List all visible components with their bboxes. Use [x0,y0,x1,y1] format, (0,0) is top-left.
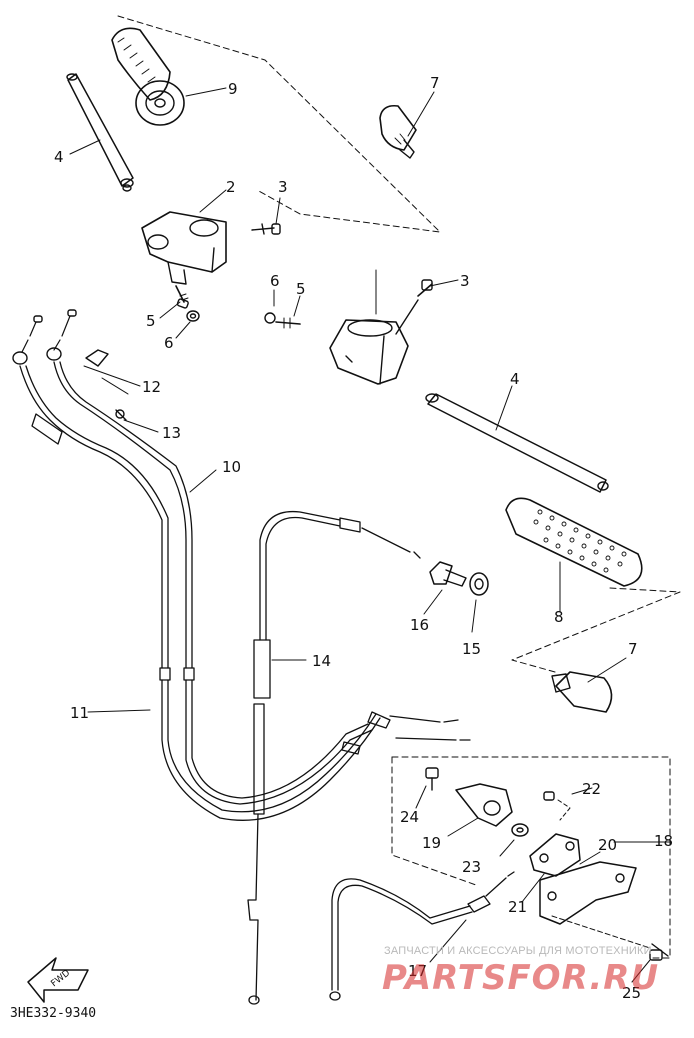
callout-label: 6 [270,272,280,290]
callout-label: 18 [654,832,673,850]
throttle-cable-ends [12,309,127,421]
throttle-cables [19,361,471,821]
clutch-cable-part [247,510,421,1005]
callout-label: 25 [622,984,641,1002]
diagram-code: 3HE332-9340 [10,1006,97,1021]
callout-label: 5 [296,280,306,298]
callout-label: 7 [430,74,440,92]
callout-label: 20 [598,836,617,854]
callout-label: 3 [460,272,470,290]
bar-end-weight-top [379,104,417,159]
callout-label: 7 [628,640,638,658]
callout-label: 3 [278,178,288,196]
callout-label: 14 [312,652,331,670]
callout-label: 11 [70,704,89,722]
clutch-adjuster [429,561,489,596]
callout-label: 10 [222,458,241,476]
callout-label: 4 [54,148,64,166]
callout-label: 21 [508,898,527,916]
left-handlebar-part [66,73,134,192]
callout-label: 15 [462,640,481,658]
callout-label: 8 [554,608,564,626]
watermark-caption: ЗАПЧАСТИ И АКСЕССУАРЫ ДЛЯ МОТОТЕХНИКИ [384,945,652,957]
callout-label: 9 [228,80,238,98]
callout-label: 24 [400,808,419,826]
callout-label: 16 [410,616,429,634]
throttle-grip-part [111,27,185,126]
choke-cable-part [329,871,515,1001]
callout-label: 12 [142,378,161,396]
callout-label: 23 [462,858,481,876]
callout-label: 5 [146,312,156,330]
fwd-arrow-label: FWD [49,968,72,989]
callout-label: 2 [226,178,236,196]
grip-part [505,497,643,587]
choke-lever-parts [425,767,669,961]
callout-label: 6 [164,334,174,352]
callout-label: 4 [510,370,520,388]
callout-label: 13 [162,424,181,442]
bar-end-weight-bottom [551,671,613,713]
callout-label: 22 [582,780,601,798]
right-handlebar-part [425,393,609,493]
handlebar-holder-right [329,299,419,385]
callout-label: 19 [422,834,441,852]
callout-label: 17 [408,962,427,980]
fwd-arrow [27,957,89,1003]
handlebar-holder-left [141,211,227,285]
watermark-logo: PARTSFOR.RU [382,958,660,998]
